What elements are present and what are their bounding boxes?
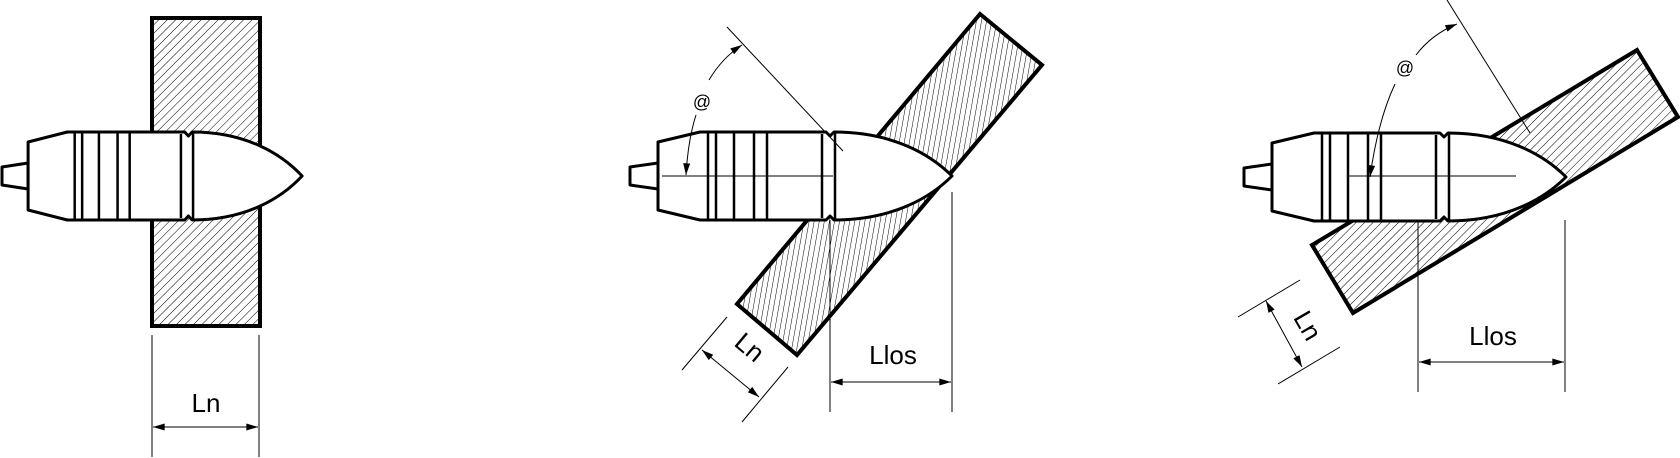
ln-label: Ln: [729, 326, 770, 368]
panel-oblique-2: @ Llos Ln: [1237, 0, 1680, 392]
ln-dimension-arrow: [701, 349, 760, 398]
ln-dimension-arrow: [1265, 300, 1303, 368]
angle-label: @: [1396, 58, 1414, 78]
llos-label: Llos: [869, 340, 917, 370]
angle-arc: [1415, 23, 1458, 56]
panel-normal: Ln: [0, 16, 304, 457]
ln-label: Ln: [192, 388, 221, 418]
panel-oblique-1: @ Llos Ln: [628, 11, 1045, 423]
plate-normal-line: [1446, 0, 1531, 134]
llos-label: Llos: [1469, 321, 1517, 351]
angle-arc: [708, 44, 743, 81]
projectile: [1242, 131, 1568, 223]
projectile: [0, 130, 304, 222]
ln-label: Ln: [1288, 305, 1328, 345]
plate-normal-line: [726, 26, 844, 152]
angle-label: @: [693, 92, 711, 112]
